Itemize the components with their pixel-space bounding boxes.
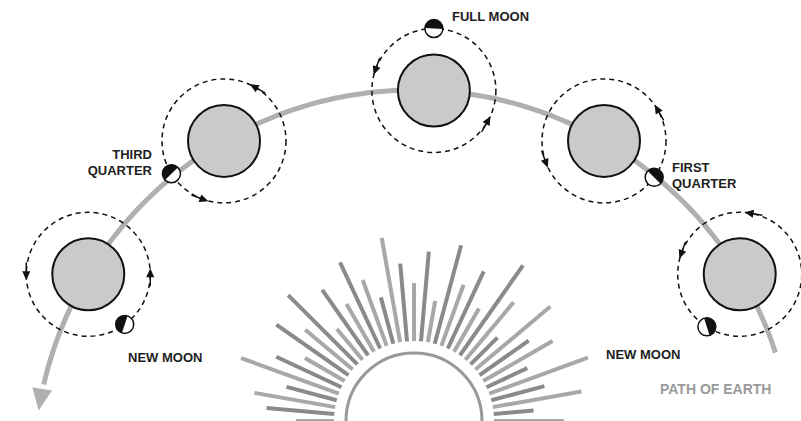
moon-outline (698, 318, 716, 336)
moon-outline (116, 315, 134, 333)
sun-ray (421, 252, 429, 342)
phase-label: NEW MOON (128, 350, 202, 366)
moon-orbit (372, 29, 496, 153)
orbit-arrowhead (541, 158, 549, 168)
sun-ray (400, 264, 407, 342)
phase-label: THIRD QUARTER (80, 147, 152, 179)
moon-outline (645, 168, 663, 186)
sun-ray (267, 408, 335, 414)
sun-ray (489, 358, 588, 394)
moon-orbit (542, 79, 666, 203)
sun-ray (254, 393, 335, 407)
earth (188, 105, 260, 177)
phase-label: NEW MOON (606, 347, 680, 363)
orbit-arrowhead (146, 268, 154, 277)
sun-ray (428, 301, 435, 342)
moon-dark-half (425, 20, 443, 29)
orbit-arrowhead (483, 116, 491, 126)
phase-label: FULL MOON (452, 9, 529, 25)
sun-ray (322, 290, 368, 356)
moon (425, 20, 443, 38)
moon-outline (425, 20, 443, 38)
sun-ray (296, 419, 334, 421)
sun-ray (382, 238, 400, 342)
earth (52, 238, 124, 310)
orbit-arrowhead (745, 210, 755, 218)
earth (398, 55, 470, 127)
sun-ray (494, 419, 564, 421)
earth (704, 238, 776, 310)
sun-ray (441, 285, 463, 346)
orbit-arrowhead (655, 105, 663, 115)
moon (162, 165, 180, 183)
moon-orbit (162, 79, 286, 203)
earth (568, 105, 640, 177)
sun-ray (493, 391, 582, 407)
sun (346, 353, 482, 421)
phase-label: FIRST QUARTER (672, 160, 744, 192)
orbit-arrowhead (22, 271, 30, 280)
orbit-arrowhead (679, 249, 687, 259)
sun-ray (460, 265, 523, 355)
sun-ray (288, 295, 357, 364)
orbit-arrowhead (199, 194, 209, 202)
moon (645, 168, 663, 186)
sun-ray (412, 283, 416, 341)
orbit-arrowhead (373, 65, 381, 75)
moon-outline (162, 165, 180, 183)
moon-orbit (678, 212, 801, 336)
sun-ray (435, 245, 461, 344)
orbit-arrowhead (250, 84, 260, 92)
earth-path-arrowhead (32, 387, 52, 410)
moon (116, 315, 134, 333)
moon (698, 318, 716, 336)
path-label: PATH OF EARTH (660, 381, 771, 397)
moon-orbit (26, 212, 150, 336)
sun-ray (276, 325, 348, 375)
sun-ray (494, 411, 534, 414)
